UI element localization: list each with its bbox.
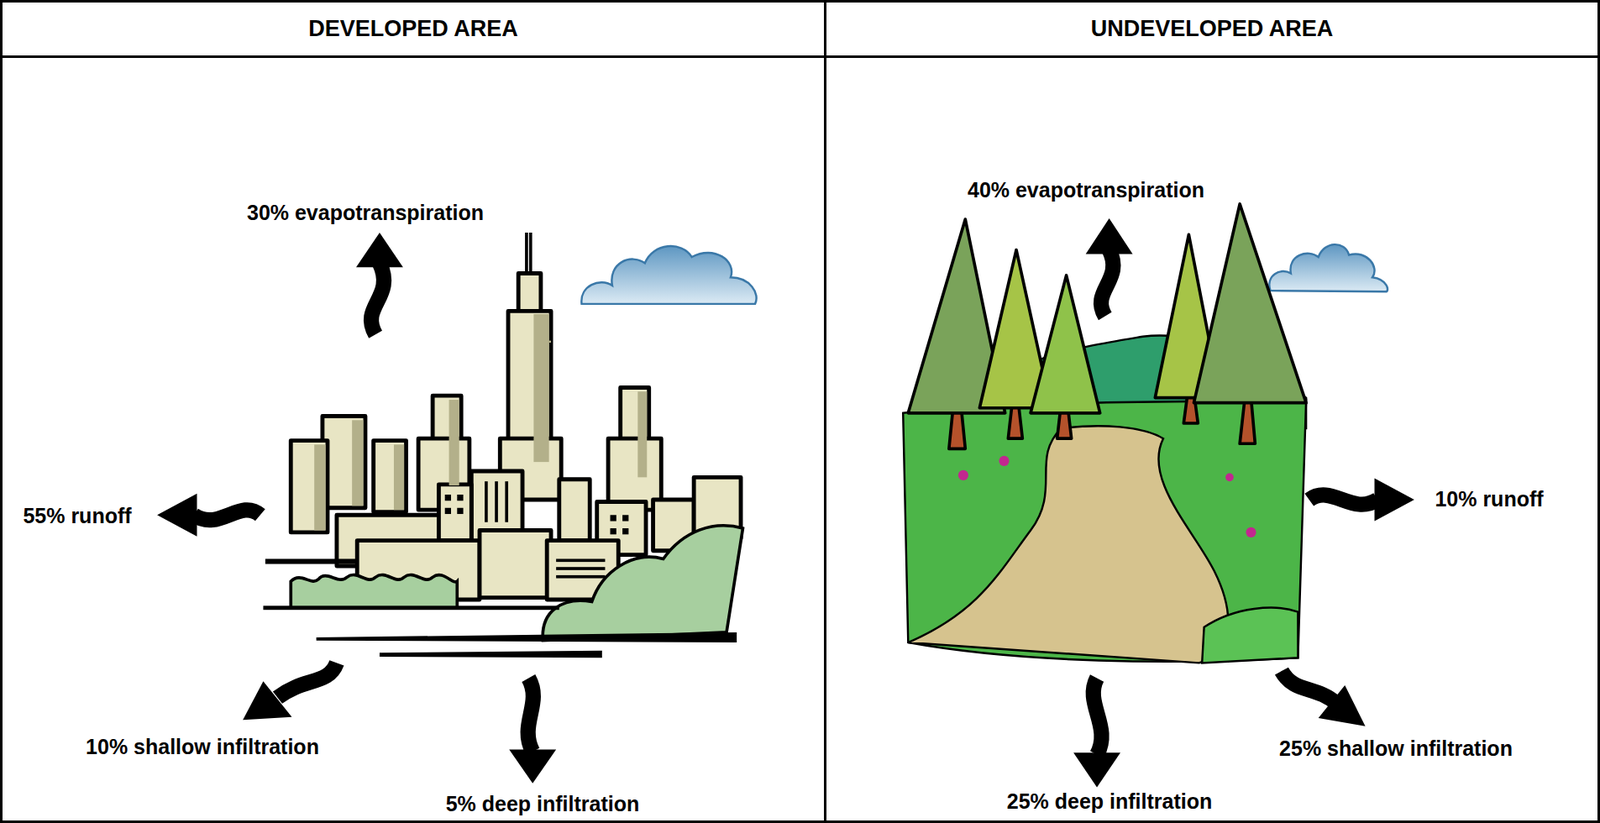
window-grid (445, 481, 630, 578)
area-panel: DEVELOPED AREA (0, 0, 827, 823)
flow-percentage: 10% runoff (1432, 487, 1546, 512)
area-panel: UNDEVELOPED AREA (823, 0, 1600, 823)
flow-percentage: 5% deep infiltration (443, 792, 643, 817)
flow-percentage: 30% evapotranspiration (244, 200, 487, 226)
panel-heading: DEVELOPED AREA (2, 2, 824, 58)
panel-heading: UNDEVELOPED AREA (826, 2, 1598, 58)
building-shade (314, 314, 647, 530)
flow-percentage: 40% evapotranspiration (965, 178, 1207, 203)
flower (958, 456, 1257, 538)
flow-percentage: 55% runoff (20, 503, 134, 529)
flow-percentage: 25% deep infiltration (1004, 789, 1215, 814)
flow-percentage: 25% shallow infiltration (1276, 736, 1516, 761)
tree (907, 204, 1307, 449)
ground-line (262, 558, 737, 658)
flow-percentage: 10% shallow infiltration (83, 734, 322, 760)
city-skyline (290, 232, 741, 600)
bush (290, 525, 743, 641)
